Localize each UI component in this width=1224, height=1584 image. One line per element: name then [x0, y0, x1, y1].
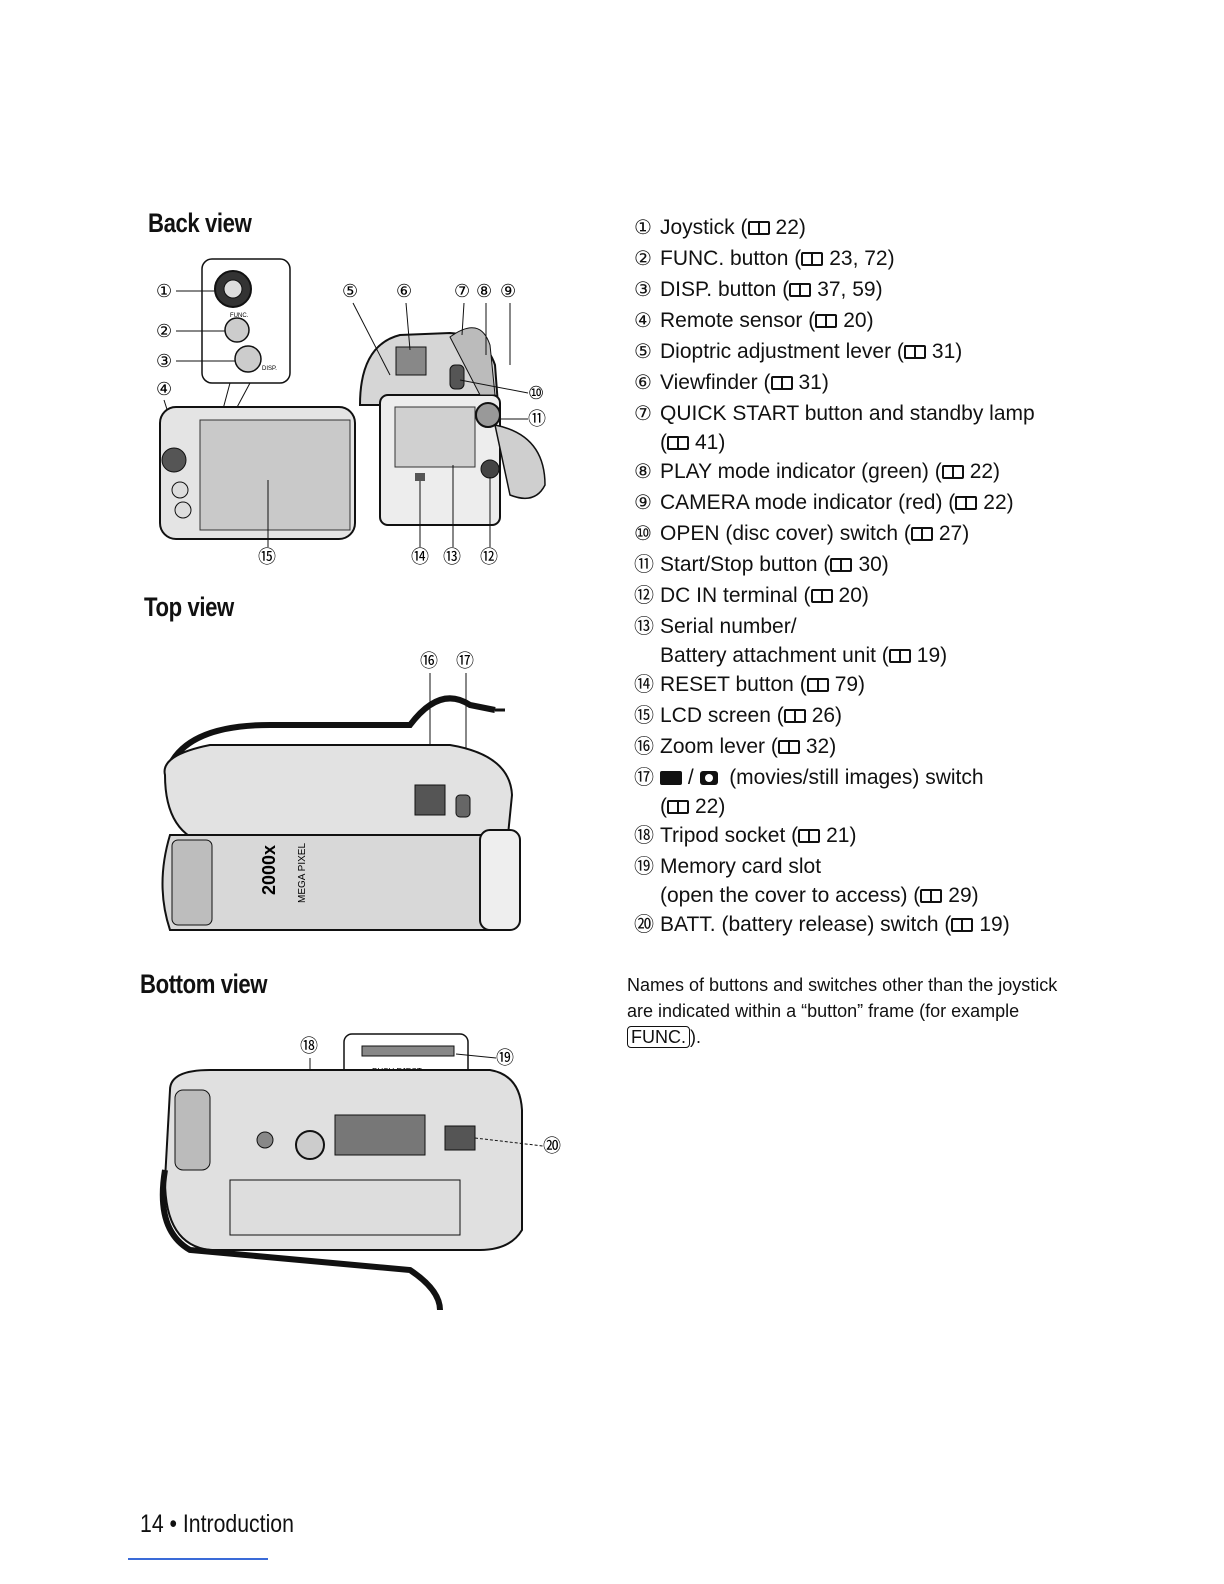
callout-19: ⑲	[496, 1048, 514, 1069]
list-item: ⑰ / (movies/still images) switch(22)	[634, 765, 984, 818]
book-icon	[777, 740, 800, 754]
book-icon	[806, 678, 829, 692]
callout-5: ⑤	[342, 281, 358, 302]
book-icon	[888, 649, 911, 663]
func-button-shape	[224, 317, 250, 343]
disp-label: DISP.	[262, 366, 277, 372]
camera-icon	[699, 771, 718, 785]
top-view-camera-drawing: ⑯ ⑰ 2000x MEGA PIXEL	[161, 651, 521, 931]
callout-15: ⑮	[258, 547, 276, 568]
book-icon	[815, 314, 838, 328]
book-icon	[789, 283, 812, 297]
book-icon	[783, 709, 806, 723]
zoom-lever-shape	[414, 784, 446, 816]
book-icon	[667, 800, 689, 814]
callout-6: ⑥	[396, 281, 412, 302]
mode-switch-shape	[455, 794, 471, 818]
book-icon	[801, 252, 824, 266]
batt-switch-shape	[444, 1125, 476, 1151]
callout-14: ⑭	[411, 547, 429, 568]
book-icon	[920, 889, 943, 903]
book-icon	[770, 376, 793, 390]
reset-button-shape	[415, 473, 425, 481]
func-label: FUNC.	[230, 313, 249, 319]
callout-3: ③	[156, 351, 172, 372]
book-icon	[810, 589, 833, 603]
book-icon	[903, 345, 926, 359]
book-icon	[798, 829, 821, 843]
callout-17: ⑰	[456, 651, 474, 672]
button-frame-note: Names of buttons and switches other than…	[627, 975, 1058, 1048]
callout-9: ⑨	[500, 281, 516, 302]
start-stop-shape	[475, 402, 501, 428]
callout-2: ②	[156, 321, 172, 342]
callout-18: ⑱	[300, 1036, 318, 1057]
lcd-screen-shape	[199, 419, 351, 531]
book-icon	[910, 527, 933, 541]
callout-13: ⑬	[443, 547, 461, 568]
lens-barrel-shape	[161, 834, 507, 931]
book-icon	[830, 558, 853, 572]
bottom-view-illustration: ⑱ PUSH EJECT ⑲ ⑳	[150, 1030, 570, 1320]
callout-7: ⑦	[454, 281, 470, 302]
back-view-heading: Back view	[148, 208, 252, 238]
bottom-view-heading: Bottom view	[140, 969, 268, 999]
tripod-socket-shape	[295, 1130, 325, 1160]
callout-1: ①	[156, 281, 172, 302]
book-icon	[667, 436, 689, 450]
callout-16: ⑯	[420, 651, 438, 672]
top-view-heading: Top view	[144, 592, 234, 622]
top-view-illustration: ⑯ ⑰ 2000x MEGA PIXEL	[150, 645, 530, 945]
back-view-illustration: FUNC. DISP. ① ② ③ ④ ⑤ ⑥ ⑦	[150, 255, 570, 575]
book-icon	[941, 465, 964, 479]
callout-4: ④	[156, 379, 172, 400]
book-icon	[951, 918, 974, 932]
bottom-view-camera-drawing: ⑱ PUSH EJECT ⑲ ⑳	[159, 1033, 561, 1311]
book-icon	[747, 221, 770, 235]
disp-button-shape	[234, 345, 262, 373]
page-footer: 14 • Introduction	[140, 1510, 294, 1538]
zoom-2000x-label: 2000x	[259, 845, 279, 895]
mega-pixel-label: MEGA PIXEL	[297, 843, 308, 903]
callout-11: ⑪	[528, 409, 546, 430]
footer-rule	[128, 1558, 268, 1560]
callout-8: ⑧	[476, 281, 492, 302]
dc-in-shape	[480, 459, 500, 479]
callout-10: ⑩	[528, 383, 544, 404]
back-view-camera-drawing: FUNC. DISP. ① ② ③ ④ ⑤ ⑥ ⑦	[156, 258, 546, 568]
movie-icon	[660, 771, 682, 785]
callout-20: ⑳	[543, 1136, 561, 1157]
memory-card-slot-shape	[334, 1114, 426, 1156]
callout-12: ⑫	[480, 547, 498, 568]
func-button-frame-example: FUNC.	[627, 1026, 690, 1048]
book-icon	[955, 496, 978, 510]
